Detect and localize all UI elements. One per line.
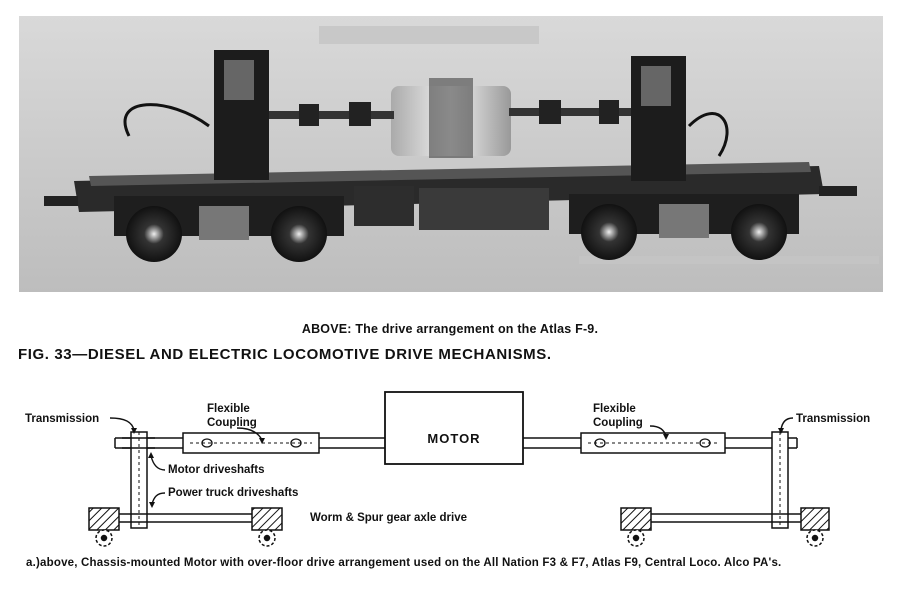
spur-gear-icon — [95, 529, 113, 547]
spur-gear-icon — [258, 529, 276, 547]
right-flexible-coupling — [580, 432, 726, 454]
label-coupling-left: Coupling — [207, 417, 257, 429]
arrow-motor-driveshafts — [150, 455, 166, 471]
photo-caption: ABOVE: The drive arrangement on the Atla… — [301, 322, 599, 336]
drive-mechanism-diagram: MOTOR — [25, 391, 870, 547]
gearbox-right-inner — [620, 507, 652, 531]
gearbox-right-outer — [800, 507, 830, 531]
right-power-truck-driveshaft — [651, 513, 805, 523]
left-flexible-coupling — [182, 432, 320, 454]
gearbox-left-outer — [88, 507, 120, 531]
label-flexible-left: Flexible — [207, 403, 250, 415]
motor-label: MOTOR — [427, 431, 480, 446]
label-flexible-right: Flexible — [593, 403, 636, 415]
label-transmission-right: Transmission — [796, 413, 870, 425]
label-transmission-left: Transmission — [25, 413, 99, 425]
figure-title: FIG. 33—DIESEL AND ELECTRIC LOCOMOTIVE D… — [18, 346, 552, 363]
label-motor-driveshafts: Motor driveshafts — [168, 464, 265, 476]
figure-footnote: a.)above, Chassis-mounted Motor with ove… — [26, 557, 782, 569]
gearbox-left-inner — [251, 507, 283, 531]
motor-box: MOTOR — [384, 391, 524, 465]
label-worm-spur-drive: Worm & Spur gear axle drive — [310, 512, 467, 524]
arrow-transmission-left — [109, 417, 135, 431]
label-power-truck-driveshafts: Power truck driveshafts — [168, 487, 298, 499]
left-transmission — [122, 431, 155, 529]
spur-gear-icon — [806, 529, 824, 547]
right-transmission — [771, 431, 789, 529]
label-coupling-right: Coupling — [593, 417, 643, 429]
left-power-truck-driveshaft — [118, 513, 258, 523]
locomotive-chassis-photo — [19, 16, 883, 292]
spur-gear-icon — [627, 529, 645, 547]
